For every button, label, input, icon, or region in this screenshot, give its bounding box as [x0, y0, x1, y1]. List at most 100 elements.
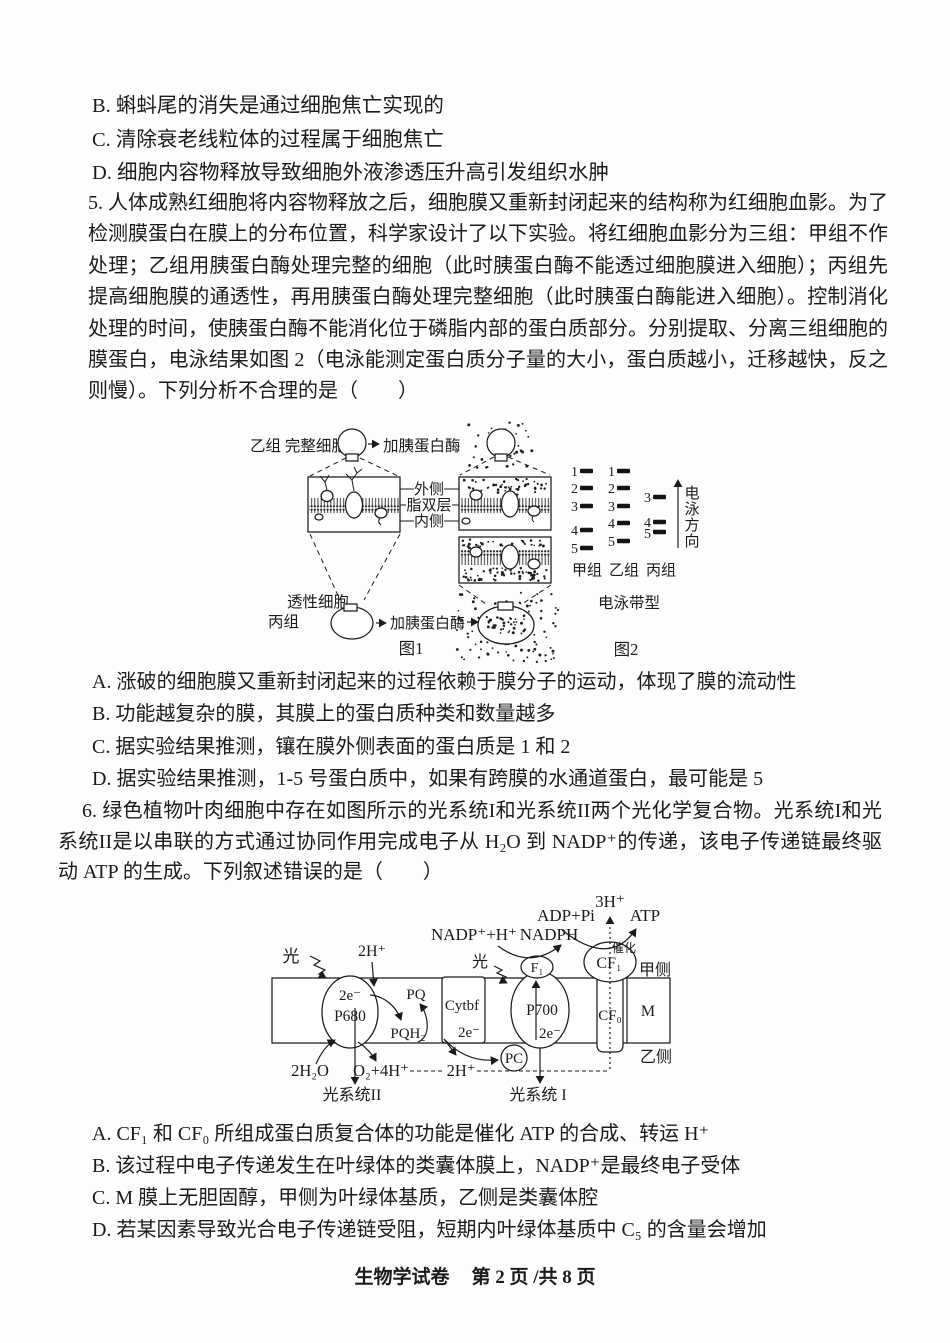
- electrons-label: 2e⁻: [539, 1026, 561, 1042]
- lane-name: 丙组: [646, 562, 676, 579]
- band-number: 3: [608, 500, 615, 515]
- band-number: 1: [571, 465, 578, 480]
- projection-line: [359, 457, 399, 477]
- digested-cell: [477, 605, 535, 645]
- transmembrane-protein: [500, 490, 520, 518]
- treated-cell: [486, 428, 516, 458]
- inner-protein: [374, 507, 388, 519]
- question-5-options: A. 涨破的细胞膜又重新封闭起来的过程依赖于膜分子的运动，体现了膜的流动性 B.…: [92, 666, 796, 795]
- band-number: 4: [644, 516, 651, 531]
- cf0-stem: [596, 977, 624, 1053]
- band-number: 2: [571, 482, 578, 497]
- glycoprotein-branch: [345, 466, 363, 492]
- fig2-label: 图2: [614, 640, 639, 659]
- gel-band: [617, 485, 630, 491]
- option-line: C. M 膜上无胆固醇，甲侧为叶绿体基质，乙侧是类囊体腔: [92, 1187, 599, 1209]
- p680-label: P680: [334, 1008, 366, 1025]
- h2o-arrow: [315, 1039, 336, 1065]
- light-zigzag-arrow: [309, 955, 327, 979]
- cell-notch: [345, 453, 359, 462]
- projection-line: [507, 456, 551, 476]
- gel-band: [580, 468, 593, 474]
- cytbf-to-pc-arrow: [443, 1038, 499, 1066]
- inner-protein: [461, 517, 471, 525]
- band-number: 2: [608, 482, 615, 497]
- electrons-label: 2e⁻: [458, 1025, 480, 1041]
- page-footer: 生物学试卷第 2 页 /共 8 页: [0, 1262, 950, 1289]
- footer-page-info: 第 2 页 /共 8 页: [471, 1267, 596, 1288]
- side-b-label: 乙侧: [640, 1048, 672, 1066]
- question-6-options: A. CF₁ 和 CF₀ 所组成蛋白质复合体的功能是催化 ATP 的合成、转运 …: [92, 1118, 767, 1246]
- surface-protein: [320, 489, 334, 503]
- intact-cell: [337, 428, 367, 458]
- nadph-arrow: [497, 944, 562, 959]
- lane-name: 乙组: [609, 562, 639, 579]
- band-number: 5: [644, 527, 651, 542]
- inner-protein: [314, 513, 324, 521]
- band-number: 3: [571, 500, 578, 515]
- trypsin-dots-inside: [485, 614, 527, 635]
- option-line: C. 据实验结果推测，镶在膜外侧表面的蛋白质是 1 和 2: [92, 735, 571, 758]
- cell-notch: [494, 453, 508, 462]
- option-line: B. 蝌蚪尾的消失是通过细胞焦亡实现的: [92, 95, 444, 117]
- gel-band: [580, 527, 593, 533]
- gel-band: [580, 503, 593, 509]
- m-label: M: [641, 1003, 655, 1020]
- permeabilized-cell: [330, 606, 374, 640]
- nadph-label: NADPH: [520, 925, 579, 944]
- projection-line: [309, 533, 341, 601]
- light-zigzag-arrow: [493, 965, 508, 984]
- atp-arrow: [561, 928, 637, 950]
- projection-line: [458, 584, 487, 605]
- o2-arrow: [357, 1041, 377, 1062]
- footer-doc-title: 生物学试卷: [354, 1267, 450, 1288]
- gel-band: [653, 529, 666, 535]
- glycoprotein-branch: [319, 474, 330, 491]
- direction-char: 向: [684, 533, 699, 550]
- electrons-label: 2e⁻: [339, 988, 361, 1004]
- pq-label: PQ: [406, 987, 425, 1003]
- h-in-arrow: [368, 961, 378, 987]
- gel-band: [580, 485, 593, 491]
- adp-label: ADP+Pi: [537, 906, 595, 925]
- option-line: D. 若某因素导致光合电子传递链受阻，短期内叶绿体基质中 C₅ 的含量会增加: [92, 1219, 767, 1241]
- band-number: 5: [571, 542, 578, 557]
- trypsin-dots: [462, 566, 548, 582]
- option-line: B. 该过程中电子传递发生在叶绿体的类囊体膜上，NADP⁺是最终电子受体: [92, 1155, 741, 1177]
- gel-band: [653, 519, 666, 525]
- surface-protein: [469, 489, 483, 501]
- projection-line: [363, 533, 401, 601]
- fig2-caption: 电泳带型: [598, 594, 660, 612]
- pqh2-to-pq-arrow: [417, 1003, 429, 1043]
- projection-line: [521, 584, 552, 605]
- fig1-bilayer-label: 脂双层: [406, 497, 451, 514]
- option-line: D. 细胞内容物释放导致细胞外液渗透压升高引发组织水肿: [92, 162, 610, 184]
- band-number: 3: [644, 491, 651, 506]
- question-6-stem: 6. 绿色植物叶肉细胞中存在如图所示的光系统I和光系统II两个光化学复合物。光系…: [58, 800, 882, 883]
- fig1-group-b-label: 乙组 完整细胞: [250, 437, 347, 455]
- nadp-label: NADP⁺+H⁺: [431, 925, 517, 944]
- question-4-options: B. 蝌蚪尾的消失是通过细胞焦亡实现的 C. 清除衰老线粒体的过程属于细胞焦亡 …: [92, 90, 609, 191]
- direction-char: 泳: [684, 501, 699, 518]
- option-line: A. CF₁ 和 CF₀ 所组成蛋白质复合体的功能是催化 ATP 的合成、转运 …: [92, 1123, 710, 1145]
- photosystem-figure: 光 2H⁺ 2e⁻ P680 PQ PQH₂ Cytbf 2e⁻ PC P700…: [271, 892, 672, 1104]
- cytbf-label: Cytbf: [445, 998, 479, 1014]
- fig1-add-trypsin-label: 加胰蛋白酶: [383, 437, 461, 455]
- projection-line: [459, 456, 495, 476]
- cytbf-to-h-arrow: [443, 1038, 457, 1056]
- pq-to-pqh2-arrow: [369, 994, 403, 1021]
- band-number: 5: [608, 535, 615, 550]
- fig1-outer-label: 外侧: [414, 481, 444, 498]
- cell-notch: [343, 603, 358, 612]
- fig1-inner-label: 内侧: [414, 513, 444, 530]
- lane-name: 甲组: [572, 562, 602, 579]
- option-line: D. 据实验结果推测，1-5 号蛋白质中，如果有跨膜的水通道蛋白，最可能是 5: [92, 767, 764, 790]
- cf0-label: CF₀: [598, 1008, 622, 1024]
- projection-line: [309, 457, 347, 477]
- gel-band: [653, 494, 666, 500]
- fig1-perm-cell-label: 透性细胞: [287, 593, 349, 611]
- fig1-add-trypsin-label: 加胰蛋白酶: [390, 615, 465, 632]
- h2o-label: 2H₂O: [291, 1061, 329, 1080]
- direction-char: 电: [684, 485, 699, 502]
- side-a-label: 甲侧: [639, 961, 671, 979]
